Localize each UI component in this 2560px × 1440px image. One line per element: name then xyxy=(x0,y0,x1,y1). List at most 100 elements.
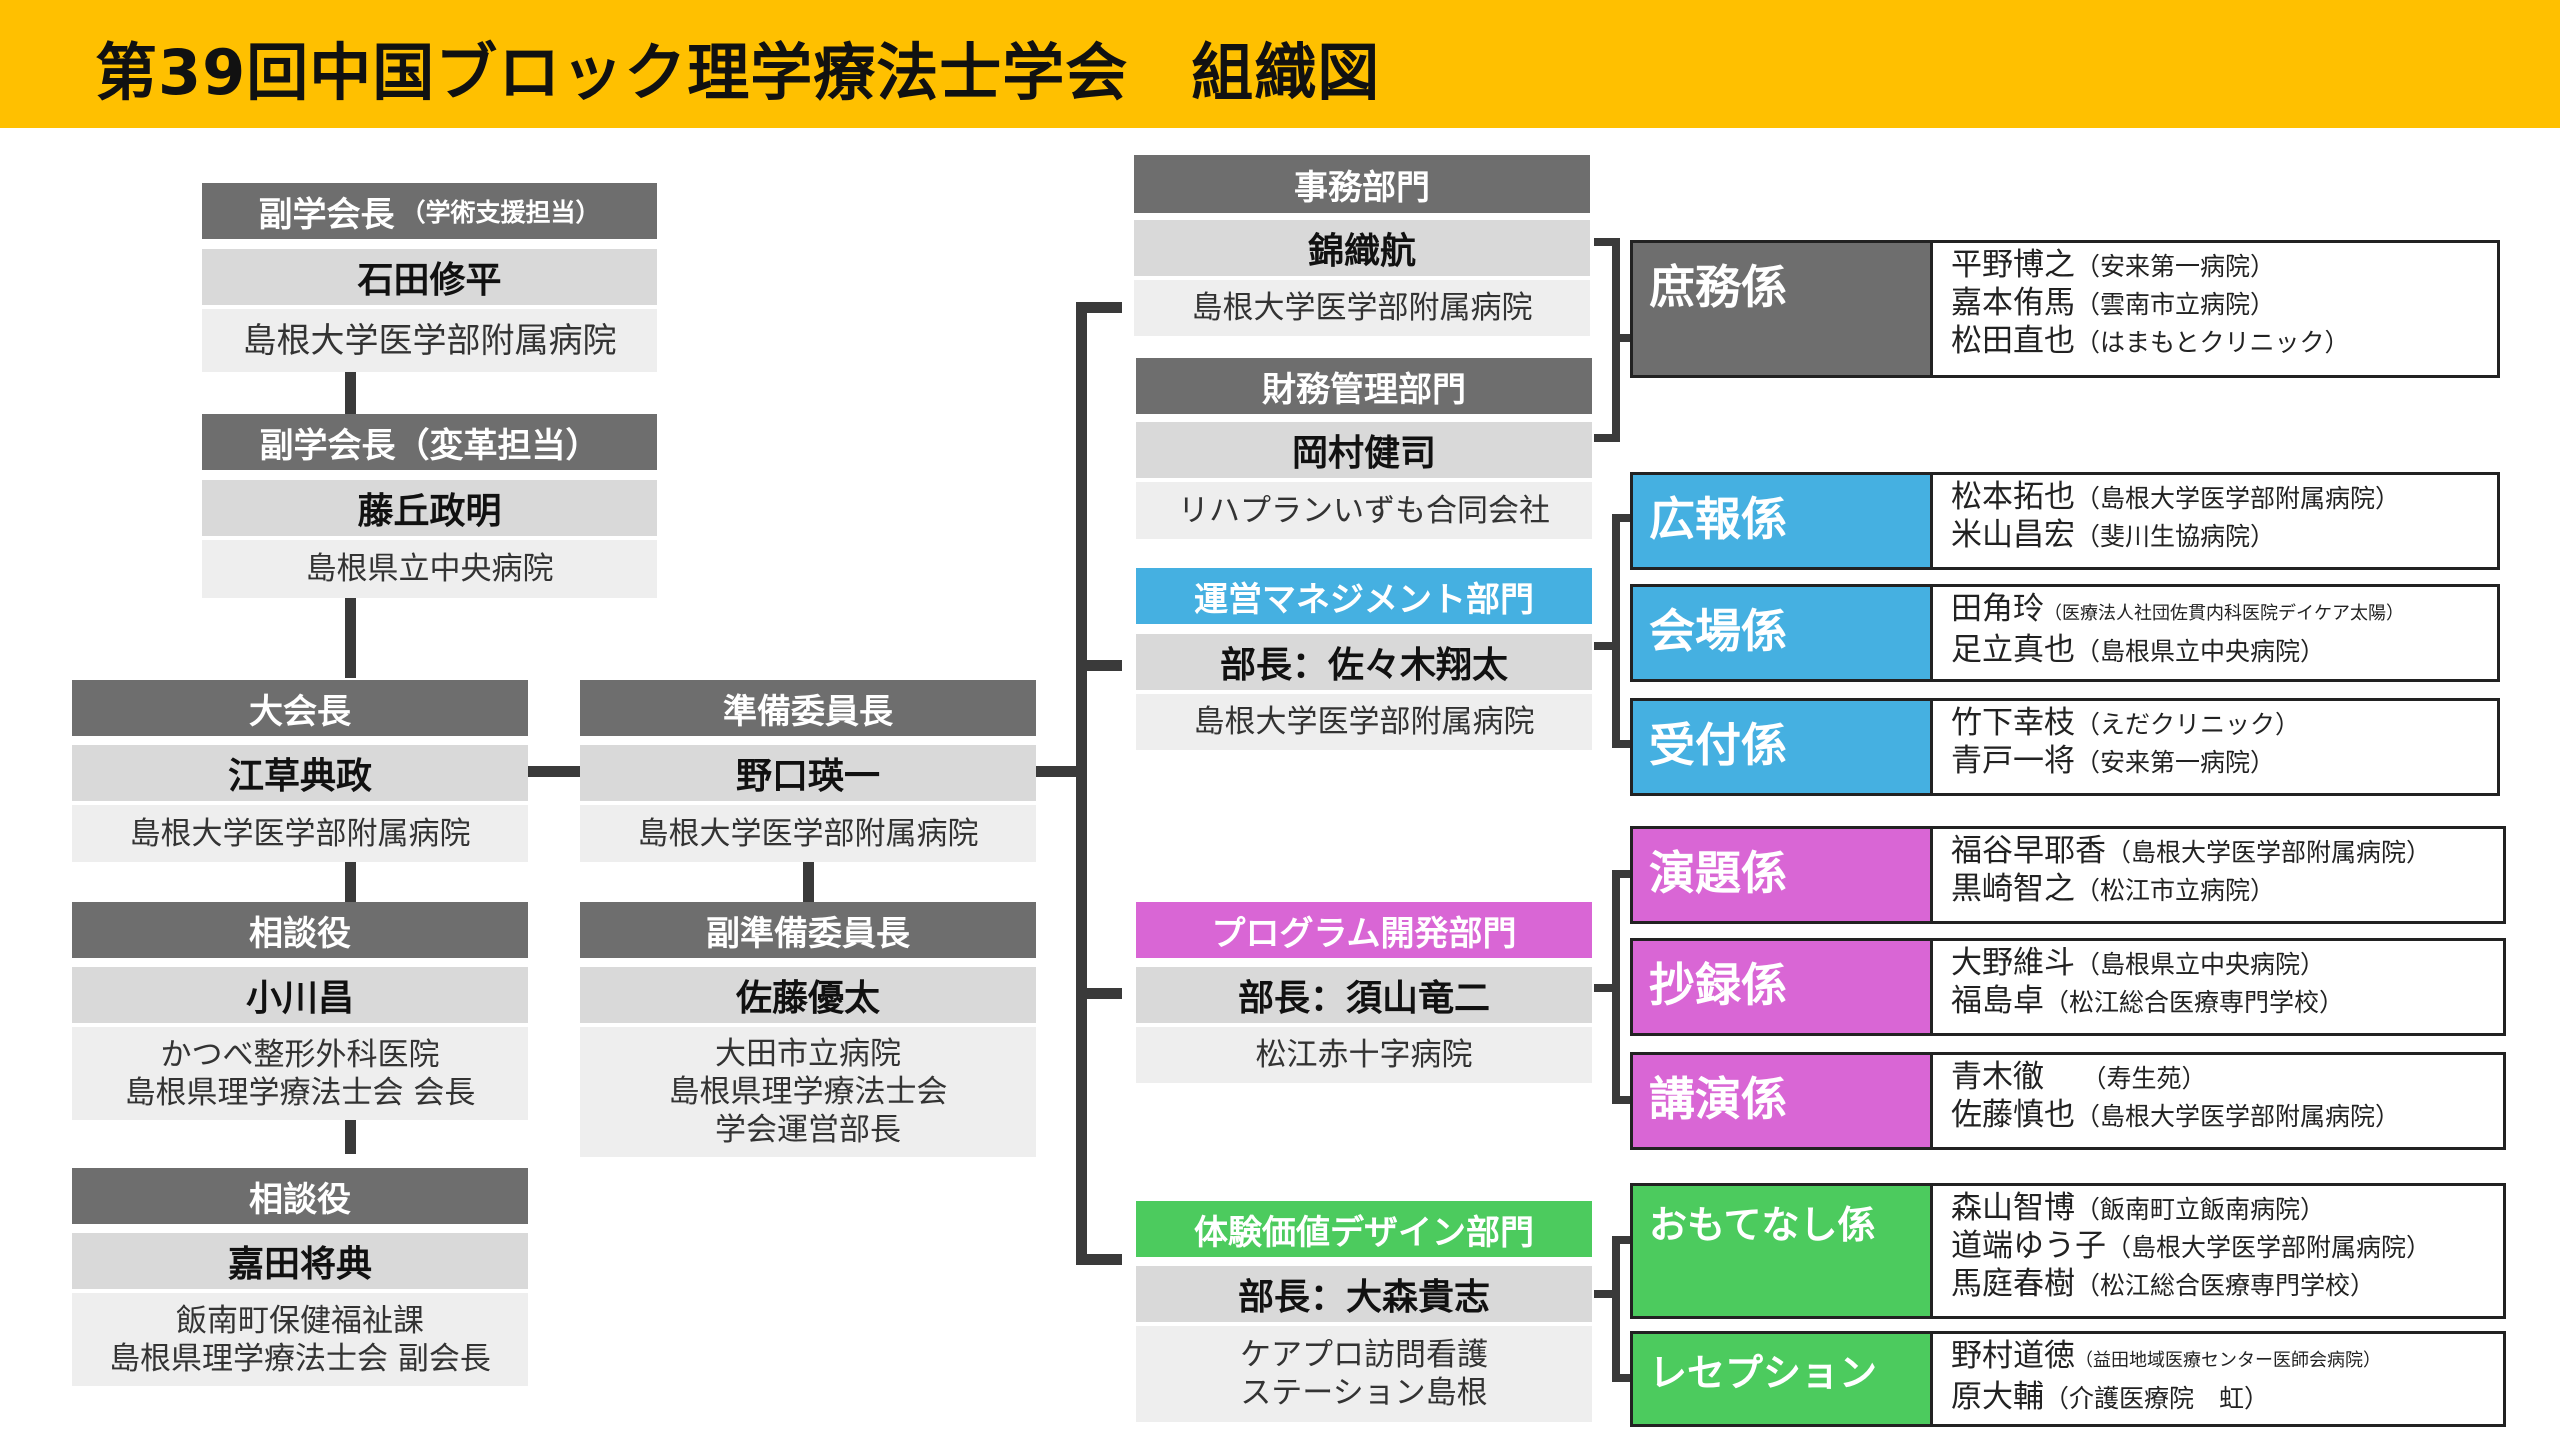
section-label: レセプション xyxy=(1633,1334,1933,1424)
connector-line xyxy=(345,598,356,678)
member: 黒崎智之（松江市立病院） xyxy=(1951,871,2276,907)
connector-line xyxy=(1612,1096,1634,1104)
advisor-1-header: 相談役 xyxy=(72,902,528,958)
advisor-2-name: 嘉田将典 xyxy=(72,1233,528,1289)
section-members: 大野維斗（島根県立中央病院） 福島卓（松江総合医療専門学校） xyxy=(1951,945,2497,1021)
section-members: 森山智博（飯南町立飯南病院） 道端ゆう子（島根大学医学部附属病院） 馬庭春樹（松… xyxy=(1951,1190,2497,1304)
member: 米山昌宏（斐川生協病院） xyxy=(1951,517,2276,553)
member: 青戸一将（安来第一病院） xyxy=(1951,743,2276,779)
advisor-1-name: 小川昌 xyxy=(72,967,528,1023)
prep-chair-name: 野口瑛一 xyxy=(580,745,1036,801)
section-members: 松本拓也（島根大学医学部附属病院） 米山昌宏（斐川生協病院） xyxy=(1951,479,2491,555)
connector-line xyxy=(345,862,356,902)
president-header: 大会長 xyxy=(72,680,528,736)
prep-vice-affiliation-line3: 学会運営部長 xyxy=(715,1112,901,1148)
connector-line xyxy=(1076,1254,1122,1265)
president-name: 江草典政 xyxy=(72,745,528,801)
member: 青木徹 （寿生苑） xyxy=(1951,1059,2207,1095)
dept-finance-affiliation: リハプランいずも合同会社 xyxy=(1136,482,1592,539)
dept-management-header: 運営マネジメント部門 xyxy=(1136,568,1592,624)
member: 福島卓（松江総合医療専門学校） xyxy=(1951,983,2345,1019)
prep-vice-affiliation: 大田市立病院 島根県理学療法士会 学会運営部長 xyxy=(580,1027,1036,1157)
member: 森山智博（飯南町立飯南病院） xyxy=(1951,1190,2326,1226)
connector-line xyxy=(345,1120,356,1154)
section-label: 演題係 xyxy=(1633,829,1933,921)
member: 嘉本侑馬（雲南市立病院） xyxy=(1951,285,2276,321)
member: 松田直也（はまもとクリニック） xyxy=(1951,323,2350,359)
section-members: 田角玲（医療法人社団佐貫内科医院デイケア太陽） 足立真也（島根県立中央病院） xyxy=(1951,591,2491,670)
dept-admin-name: 錦織航 xyxy=(1134,220,1590,276)
vice-president-2-name: 藤丘政明 xyxy=(202,480,657,536)
dept-experience-affiliation-line1: ケアプロ訪問看護 xyxy=(1240,1337,1488,1373)
vice-president-1-affiliation: 島根大学医学部附属病院 xyxy=(202,309,657,372)
member: 道端ゆう子（島根大学医学部附属病院） xyxy=(1951,1228,2432,1264)
dept-experience-affiliation-line2: ステーション島根 xyxy=(1240,1375,1488,1411)
member: 松本拓也（島根大学医学部附属病院） xyxy=(1951,479,2401,515)
connector-line xyxy=(1612,514,1620,748)
advisor-1-affiliation-line1: かつべ整形外科医院 xyxy=(160,1036,440,1073)
dept-program-affiliation: 松江赤十字病院 xyxy=(1136,1027,1592,1083)
section-label: 広報係 xyxy=(1633,475,1933,567)
section-lectures: 講演係 青木徹 （寿生苑） 佐藤慎也（島根大学医学部附属病院） xyxy=(1630,1052,2506,1150)
page-title: 第39回中国ブロック理学療法士学会 組織図 xyxy=(95,36,1381,109)
connector-line xyxy=(1612,870,1634,878)
section-members: 野村道徳（益田地域医療センター医師会病院） 原大輔（介護医療院 虹） xyxy=(1951,1338,2497,1417)
vice-president-2-header: 副学会長（変革担当） xyxy=(202,414,657,470)
section-members: 平野博之（安来第一病院） 嘉本侑馬（雲南市立病院） 松田直也（はまもとクリニック… xyxy=(1951,247,2491,361)
dept-program-header: プログラム開発部門 xyxy=(1136,902,1592,958)
member: 佐藤慎也（島根大学医学部附属病院） xyxy=(1951,1097,2401,1133)
connector-line xyxy=(1076,302,1122,313)
connector-line xyxy=(1036,766,1081,777)
connector-line xyxy=(1612,1374,1634,1382)
connector-line xyxy=(528,766,580,777)
section-members: 竹下幸枝（えだクリニック） 青戸一将（安来第一病院） xyxy=(1951,705,2491,781)
section-label: おもてなし係 xyxy=(1633,1186,1933,1316)
member: 竹下幸枝（えだクリニック） xyxy=(1951,705,2301,741)
dept-management-affiliation: 島根大学医学部附属病院 xyxy=(1136,694,1592,750)
section-label: 庶務係 xyxy=(1633,243,1933,375)
section-label: 抄録係 xyxy=(1633,941,1933,1033)
connector-line xyxy=(1612,514,1634,522)
section-venue: 会場係 田角玲（医療法人社団佐貫内科医院デイケア太陽） 足立真也（島根県立中央病… xyxy=(1630,584,2500,682)
dept-experience-affiliation: ケアプロ訪問看護 ステーション島根 xyxy=(1136,1326,1592,1422)
prep-vice-affiliation-line2: 島根県理学療法士会 xyxy=(668,1074,948,1110)
connector-line xyxy=(1594,642,1616,650)
connector-line xyxy=(1594,238,1618,246)
vice-president-2-affiliation: 島根県立中央病院 xyxy=(202,540,657,598)
connector-line xyxy=(1612,1236,1620,1382)
connector-line xyxy=(345,372,356,414)
prep-vice-name: 佐藤優太 xyxy=(580,967,1036,1023)
prep-chair-header: 準備委員長 xyxy=(580,680,1036,736)
section-general-affairs: 庶務係 平野博之（安来第一病院） 嘉本侑馬（雲南市立病院） 松田直也（はまもとク… xyxy=(1630,240,2500,378)
connector-line xyxy=(1612,1236,1634,1244)
advisor-1-affiliation: かつべ整形外科医院 島根県理学療法士会 会長 xyxy=(72,1027,528,1120)
vice-president-1-header: 副学会長（学術支援担当） xyxy=(202,183,657,239)
president-affiliation: 島根大学医学部附属病院 xyxy=(72,805,528,862)
prep-vice-affiliation-line1: 大田市立病院 xyxy=(715,1036,901,1072)
advisor-2-affiliation-line2: 島根県理学療法士会 副会長 xyxy=(109,1340,491,1377)
dept-experience-name: 部長：大森貴志 xyxy=(1136,1266,1592,1322)
connector-line xyxy=(1076,988,1122,999)
connector-line xyxy=(1612,238,1620,442)
member: 平野博之（安来第一病院） xyxy=(1951,247,2276,283)
title-banner: 第39回中国ブロック理学療法士学会 組織図 xyxy=(0,0,2560,128)
section-members: 青木徹 （寿生苑） 佐藤慎也（島根大学医学部附属病院） xyxy=(1951,1059,2497,1135)
dept-management-name: 部長：佐々木翔太 xyxy=(1136,634,1592,690)
member: 馬庭春樹（松江総合医療専門学校） xyxy=(1951,1266,2376,1302)
section-abstracts: 抄録係 大野維斗（島根県立中央病院） 福島卓（松江総合医療専門学校） xyxy=(1630,938,2506,1036)
dept-admin-affiliation: 島根大学医学部附属病院 xyxy=(1134,280,1590,336)
connector-line xyxy=(1076,660,1122,671)
advisor-2-header: 相談役 xyxy=(72,1168,528,1224)
section-topics: 演題係 福谷早耶香（島根大学医学部附属病院） 黒崎智之（松江市立病院） xyxy=(1630,826,2506,924)
member: 足立真也（島根県立中央病院） xyxy=(1951,632,2326,668)
section-reception: 受付係 竹下幸枝（えだクリニック） 青戸一将（安来第一病院） xyxy=(1630,698,2500,796)
dept-finance-name: 岡村健司 xyxy=(1136,422,1592,478)
member: 大野維斗（島根県立中央病院） xyxy=(1951,945,2326,981)
connector-line xyxy=(1612,870,1620,1104)
vice-president-1-note: （学術支援担当） xyxy=(400,198,601,227)
prep-chair-affiliation: 島根大学医学部附属病院 xyxy=(580,805,1036,862)
member: 野村道徳（益田地域医療センター医師会病院） xyxy=(1951,1338,2381,1374)
prep-vice-header: 副準備委員長 xyxy=(580,902,1036,958)
advisor-1-affiliation-line2: 島根県理学療法士会 会長 xyxy=(124,1074,476,1111)
connector-line xyxy=(803,862,814,902)
